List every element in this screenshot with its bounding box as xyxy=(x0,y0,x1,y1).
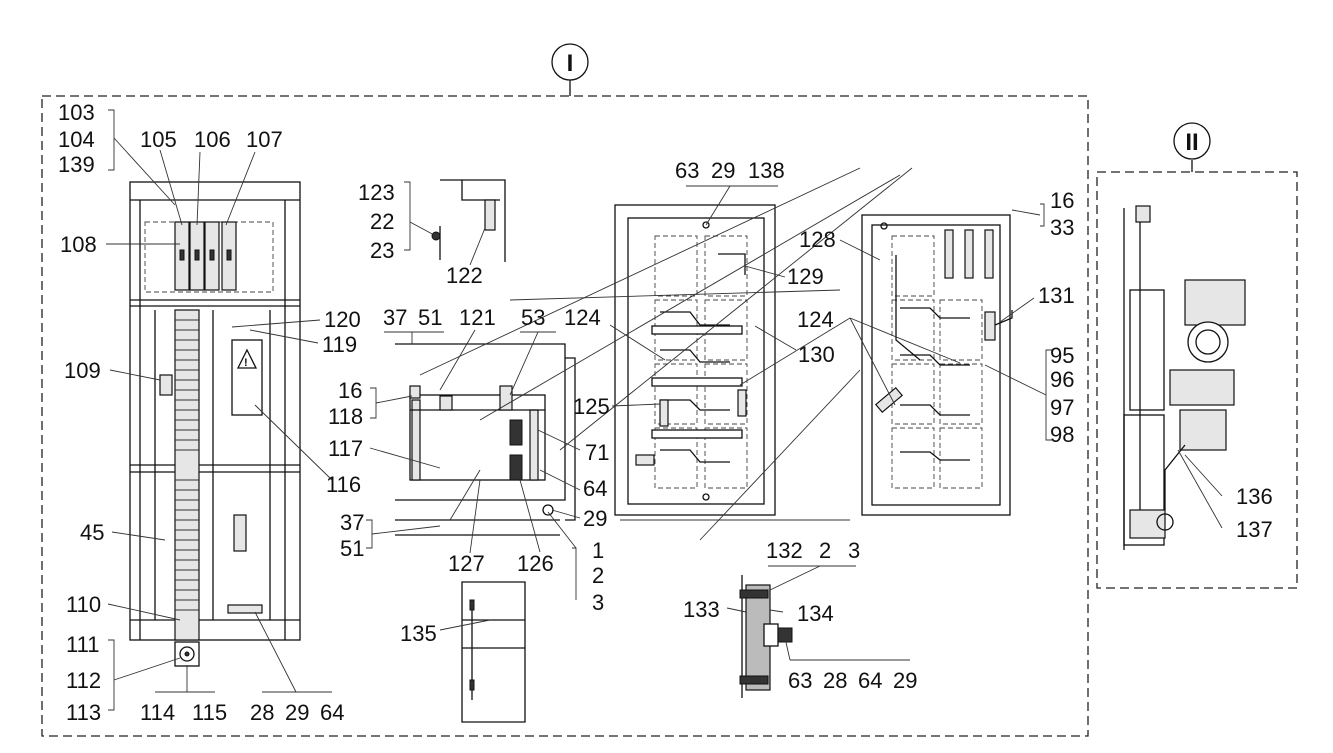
part-label-64: 64 xyxy=(320,700,344,725)
part-label-51: 51 xyxy=(418,305,442,330)
view-2-label: II xyxy=(1185,129,1198,156)
part-label-16: 16 xyxy=(338,378,362,403)
part-label-63: 63 xyxy=(675,158,699,183)
part-label-29: 29 xyxy=(711,158,735,183)
middle-assembly xyxy=(395,343,576,536)
part-label-137: 137 xyxy=(1236,517,1273,542)
detail-135 xyxy=(461,581,526,723)
part-label-124: 124 xyxy=(797,307,834,332)
part-label-51: 51 xyxy=(340,536,364,561)
part-label-96: 96 xyxy=(1050,367,1074,392)
part-label-119: 119 xyxy=(322,332,357,357)
part-label-116: 116 xyxy=(326,472,361,497)
part-label-95: 95 xyxy=(1050,343,1074,368)
part-label-29: 29 xyxy=(893,668,917,693)
part-label-118: 118 xyxy=(328,404,363,429)
part-label-98: 98 xyxy=(1050,422,1074,447)
part-label-131: 131 xyxy=(1038,283,1075,308)
part-label-3: 3 xyxy=(848,538,860,563)
bracket-part xyxy=(431,179,506,262)
part-label-135: 135 xyxy=(400,621,437,646)
part-label-128: 128 xyxy=(799,227,836,252)
part-label-112: 112 xyxy=(66,668,101,693)
part-label-2: 2 xyxy=(819,538,831,563)
part-label-23: 23 xyxy=(370,238,394,263)
part-label-138: 138 xyxy=(748,158,785,183)
part-label-127: 127 xyxy=(448,551,485,576)
part-label-113: 113 xyxy=(66,700,101,725)
part-label-139: 139 xyxy=(58,152,95,177)
part-label-64: 64 xyxy=(858,668,882,693)
part-label-109: 109 xyxy=(64,358,101,383)
part-label-111: 111 xyxy=(66,632,99,657)
part-label-125: 125 xyxy=(573,394,610,419)
part-label-105: 105 xyxy=(140,127,177,152)
part-label-115: 115 xyxy=(192,700,227,725)
part-label-37: 37 xyxy=(340,510,364,535)
view-1-frame: I xyxy=(41,43,1089,737)
view-1-label: I xyxy=(567,50,574,77)
part-label-53: 53 xyxy=(521,305,545,330)
part-label-121: 121 xyxy=(459,305,496,330)
part-label-114: 114 xyxy=(140,700,175,725)
part-label-134: 134 xyxy=(797,601,834,626)
leader-lines xyxy=(106,109,1223,711)
part-label-132: 132 xyxy=(766,538,803,563)
part-label-104: 104 xyxy=(58,127,95,152)
part-label-110: 110 xyxy=(66,592,101,617)
part-label-45: 45 xyxy=(80,520,104,545)
part-label-28: 28 xyxy=(823,668,847,693)
part-label-120: 120 xyxy=(324,307,361,332)
part-label-16: 16 xyxy=(1050,188,1074,213)
part-label-22: 22 xyxy=(370,209,394,234)
part-label-63: 63 xyxy=(788,668,812,693)
battery-box-2 xyxy=(861,214,1013,516)
part-label-107: 107 xyxy=(246,127,283,152)
part-label-123: 123 xyxy=(358,180,395,205)
part-label-1: 1 xyxy=(592,538,604,563)
part-label-97: 97 xyxy=(1050,395,1074,420)
svg-text:!: ! xyxy=(244,357,248,369)
part-label-126: 126 xyxy=(517,551,554,576)
guide-lines xyxy=(419,167,913,541)
part-label-33: 33 xyxy=(1050,215,1074,240)
part-label-37: 37 xyxy=(383,305,407,330)
part-label-122: 122 xyxy=(446,263,483,288)
part-label-117: 117 xyxy=(328,436,363,461)
part-label-108: 108 xyxy=(60,232,97,257)
part-label-103: 103 xyxy=(58,100,95,125)
part-label-3: 3 xyxy=(592,590,604,615)
part-label-106: 106 xyxy=(194,127,231,152)
part-label-136: 136 xyxy=(1236,484,1273,509)
main-cabinet: ! xyxy=(129,181,301,667)
part-label-29: 29 xyxy=(583,506,607,531)
part-label-64: 64 xyxy=(583,476,607,501)
part-label-28: 28 xyxy=(250,700,274,725)
battery-box-1 xyxy=(614,204,776,516)
part-label-29: 29 xyxy=(285,700,309,725)
cable-clamp-detail xyxy=(739,575,793,698)
part-label-71: 71 xyxy=(585,440,609,465)
part-label-124: 124 xyxy=(564,305,601,330)
view-2-frame: II xyxy=(1096,122,1298,589)
part-label-130: 130 xyxy=(798,342,835,367)
part-label-2: 2 xyxy=(592,563,604,588)
part-label-129: 129 xyxy=(787,264,824,289)
side-view-detail xyxy=(1123,205,1246,550)
part-label-133: 133 xyxy=(683,597,720,622)
part-labels: 103 104 139 105 106 107 108 109 45 110 1… xyxy=(58,100,1273,725)
